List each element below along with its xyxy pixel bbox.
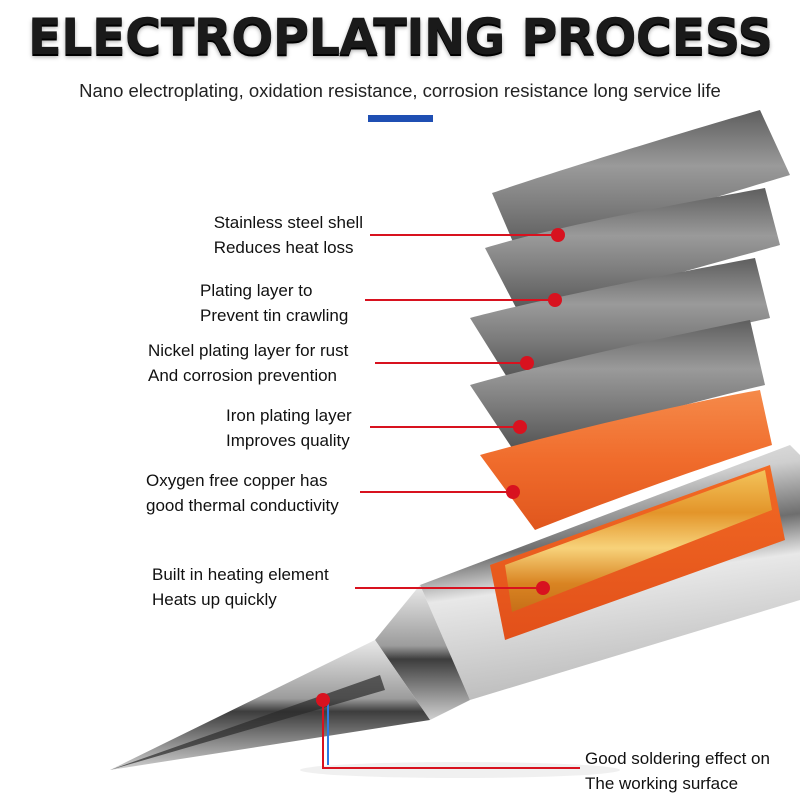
pointer-dot — [520, 356, 534, 370]
plating-layer-sheet — [485, 188, 780, 325]
pointer-dot — [536, 581, 550, 595]
pointer-dot — [506, 485, 520, 499]
tip-collar — [375, 585, 470, 720]
iron-layer-sheet — [470, 320, 765, 460]
nickel-layer-sheet — [470, 258, 770, 390]
accent-divider — [368, 115, 433, 122]
copper-layer-sheet — [480, 390, 772, 530]
heating-element-core — [505, 470, 772, 612]
pointer-dot — [548, 293, 562, 307]
page-subtitle: Nano electroplating, oxidation resistanc… — [79, 80, 721, 101]
tip-cone — [110, 640, 430, 770]
pointer-dot — [551, 228, 565, 242]
pointer-dot — [513, 420, 527, 434]
pointer-dot — [316, 693, 330, 707]
page-title: ELECTROPLATING PROCESS — [27, 8, 774, 66]
